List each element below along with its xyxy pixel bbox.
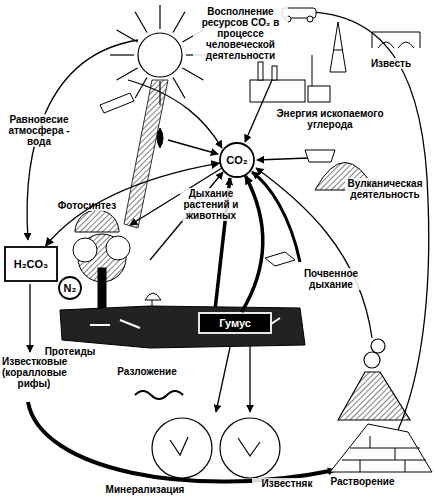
flux-connector [242, 176, 263, 312]
acid-box: H₂CO₃ [4, 246, 58, 282]
cell-dome [75, 210, 119, 232]
coral-limestone-arc [28, 402, 335, 482]
process-label: Вулканическая деятельность [345, 178, 425, 200]
node-text: N₂ [64, 282, 77, 294]
limestone-symbol [330, 424, 432, 472]
process-label: Фотосинтез [56, 200, 118, 211]
process-label: Равновесие атмосфера - вода [8, 114, 70, 147]
lime-arc [300, 12, 429, 430]
process-label: Разложение [112, 366, 182, 377]
soil-band [60, 306, 305, 348]
co2-circle: CO₂ [219, 142, 255, 178]
process-label: Известь [366, 58, 416, 69]
tree-symbol [73, 234, 295, 308]
process-label: Минерализация [100, 484, 190, 495]
flux-connector [46, 163, 220, 246]
process-label: Известняк [252, 478, 322, 489]
humus-box: Гумус [198, 312, 272, 334]
water-arrow [29, 284, 30, 352]
process-label: Дыхание растений и животных [180, 188, 242, 221]
process-label: Растворение [325, 476, 400, 487]
process-label: Почвенное дыхание [300, 268, 362, 290]
worm-symbol [135, 391, 183, 399]
volcano-symbol [338, 339, 410, 420]
node-text: CO₂ [226, 154, 247, 166]
nitrogen-circle: N₂ [58, 276, 82, 300]
process-label: Восполнение ресурсов CO₂ в процессе чело… [193, 6, 288, 61]
process-label: Энергия ископаемого углерода [275, 108, 385, 130]
node-text: Гумус [219, 317, 251, 329]
node-text: H₂CO₃ [14, 258, 48, 270]
mineral-circles [152, 418, 280, 478]
process-label: Известковые (коралловые рифы) [2, 356, 66, 389]
